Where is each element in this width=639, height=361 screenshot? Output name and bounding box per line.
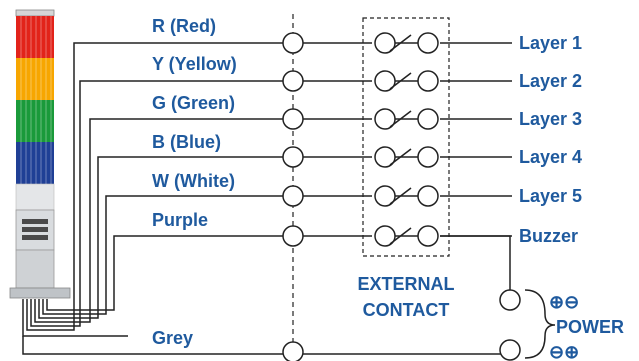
lens-ribs [20,16,52,184]
terminal-4 [282,146,304,168]
tower-cap [15,9,55,17]
switch-contacts [374,32,439,247]
output-label-4: Layer 4 [519,147,582,167]
wire-green [34,118,283,323]
terminal-5 [282,185,304,207]
output-label-5: Layer 5 [519,186,582,206]
terminal-1 [282,32,304,54]
wire-label-red: R (Red) [152,16,216,36]
external-contact-line1: EXTERNAL [357,274,454,294]
power-terminal-plus [499,289,521,311]
terminal-circles [282,32,304,361]
wire-red [26,42,283,331]
buzzer-grille [22,219,48,240]
wires [22,42,510,355]
amber-layer [16,58,54,100]
wire-label-white: W (White) [152,171,235,191]
power-label: POWER [556,317,624,337]
signal-tower [9,9,71,299]
blue-layer [16,142,54,184]
terminal-grey [282,341,304,361]
power-wire-top [440,235,511,290]
wire-grey [22,336,510,355]
wire-blue [38,156,283,319]
wire-yellow [30,80,283,327]
external-contact-line2: CONTACT [363,300,450,320]
output-label-buzzer: Buzzer [519,226,578,246]
wire-label-purple: Purple [152,210,208,230]
power-minus-symbol: ⊖⊕ [549,342,579,361]
power-brace [524,289,556,359]
output-label-3: Layer 3 [519,109,582,129]
wire-white [42,195,283,315]
power-plus-symbol: ⊕⊖ [549,292,579,312]
output-label-2: Layer 2 [519,71,582,91]
wire-purple [46,235,283,311]
green-layer [16,100,54,142]
wire-label-green: G (Green) [152,93,235,113]
external-contact-box [362,17,450,257]
power-terminal-minus [499,339,521,361]
white-layer [15,183,55,211]
mounting-plate [9,287,71,299]
terminal-2 [282,70,304,92]
terminal-6 [282,225,304,247]
wire-label-blue: B (Blue) [152,132,221,152]
terminal-3 [282,108,304,130]
output-label-1: Layer 1 [519,33,582,53]
red-layer [16,16,54,58]
wire-label-grey: Grey [152,328,193,348]
wire-label-yellow: Y (Yellow) [152,54,237,74]
tower-base [15,249,55,289]
